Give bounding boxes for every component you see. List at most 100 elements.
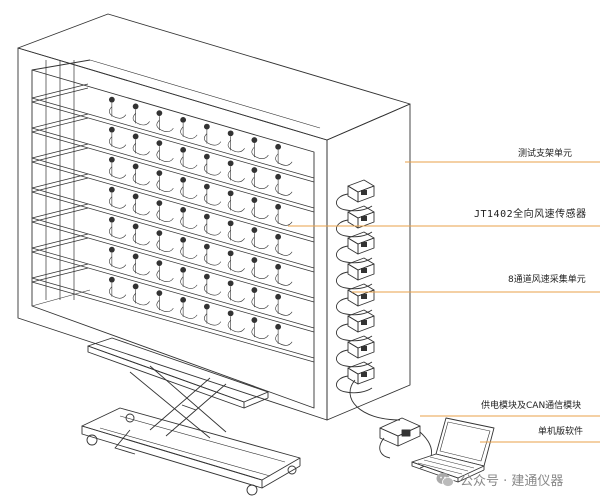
- watermark-text: 公众号 · 建通仪器: [460, 474, 564, 489]
- sensor-head: [251, 257, 258, 263]
- sensor: [275, 203, 293, 226]
- sensor-head: [203, 273, 210, 280]
- label-collector: 8通道风速采集单元: [508, 275, 586, 285]
- collector-unit: [336, 257, 375, 290]
- sensor: [203, 153, 222, 176]
- sensor: [132, 223, 150, 246]
- sensor: [275, 323, 293, 346]
- sensor-head: [156, 170, 163, 177]
- collector-port: [361, 372, 367, 377]
- shelf-bar: [31, 277, 315, 359]
- collector-cable: [336, 297, 373, 316]
- sensor: [156, 290, 174, 313]
- sensor-head: [227, 220, 234, 227]
- sensor: [251, 137, 269, 159]
- sensor-head: [108, 186, 115, 193]
- sensor-head: [251, 227, 258, 233]
- sensor-cable: [180, 306, 198, 319]
- sensor-head: [156, 260, 163, 267]
- sensor-cable: [204, 133, 222, 146]
- sensor-head: [251, 287, 258, 293]
- sensor: [108, 216, 127, 239]
- label-power-can: 供电模块及CAN通信模块: [481, 401, 582, 411]
- sensor: [275, 293, 293, 316]
- collector-side: [357, 367, 375, 385]
- sensor: [251, 227, 269, 249]
- sensor: [108, 186, 127, 209]
- collector-cable: [336, 219, 373, 238]
- sensor-head: [275, 293, 282, 300]
- sensor-cable: [275, 153, 293, 166]
- sensor-head: [156, 140, 163, 147]
- sensor: [227, 220, 245, 243]
- sensor-cable: [109, 226, 127, 239]
- shelf-bar: [31, 157, 315, 239]
- sensor: [227, 130, 245, 153]
- sensor-cable: [132, 173, 150, 186]
- sensor-cable: [180, 246, 198, 259]
- collector-front: [347, 237, 359, 255]
- sensor-head: [180, 176, 187, 183]
- collector-side: [357, 263, 375, 281]
- sensor-cable: [156, 239, 174, 253]
- rack-shelves: [31, 60, 315, 363]
- sensor-head: [227, 130, 234, 137]
- sensor-cable: [180, 186, 198, 199]
- shelf-bar: [31, 101, 315, 183]
- sensor: [251, 167, 269, 189]
- shelf-bar: [31, 281, 315, 363]
- sensor-cable: [227, 290, 245, 303]
- sensor-head: [108, 156, 115, 163]
- sensor-cable: [109, 286, 127, 299]
- sensor-head: [156, 230, 163, 237]
- sensor-cable: [180, 126, 198, 139]
- sensor: [251, 257, 269, 279]
- sensor-head: [132, 253, 139, 260]
- collector-unit: [336, 309, 375, 342]
- collector-port: [361, 346, 367, 351]
- sensor-cable: [275, 333, 293, 346]
- sensor: [203, 273, 222, 296]
- sensor: [180, 266, 198, 289]
- sensor-head: [227, 160, 234, 167]
- collector-cable: [336, 349, 373, 368]
- sensor-cable: [227, 200, 245, 213]
- sensor-head: [275, 203, 282, 210]
- sensor-head: [227, 280, 234, 287]
- collector-side: [357, 237, 375, 255]
- sensor: [156, 140, 174, 163]
- sensor-head: [108, 96, 115, 103]
- sensor: [203, 303, 222, 326]
- sensor-cable: [109, 106, 127, 119]
- collector-cable: [336, 271, 373, 290]
- sensor: [180, 206, 198, 229]
- sensor-cable: [156, 179, 174, 193]
- collector-unit: [336, 335, 375, 368]
- sensor: [203, 213, 222, 236]
- shelf-bar: [31, 191, 315, 273]
- sensor-cable: [132, 233, 150, 246]
- shelf-bar: [31, 247, 315, 329]
- sensor-cable: [227, 320, 245, 333]
- sensor-head: [180, 236, 187, 243]
- sensor-cable: [275, 243, 293, 256]
- power-can-module: [379, 417, 421, 447]
- sensor-cable: [275, 213, 293, 226]
- collector-side: [357, 315, 375, 333]
- sensor: [156, 170, 174, 193]
- sensor-head: [132, 223, 139, 230]
- sensor: [132, 133, 150, 156]
- wind-speed-sensors: [108, 96, 293, 346]
- sensor-cable: [132, 293, 150, 306]
- sensor-head: [251, 137, 258, 143]
- sensor: [227, 190, 245, 213]
- sensor-cable: [180, 276, 198, 289]
- sensor-cable: [204, 163, 222, 176]
- sensor-head: [251, 197, 258, 203]
- sensor-cable: [251, 146, 269, 159]
- collector-units: [336, 179, 375, 394]
- sensor: [251, 317, 269, 339]
- collector-port: [361, 294, 367, 299]
- collector-cable: [336, 323, 373, 342]
- sensor-cable: [204, 223, 222, 236]
